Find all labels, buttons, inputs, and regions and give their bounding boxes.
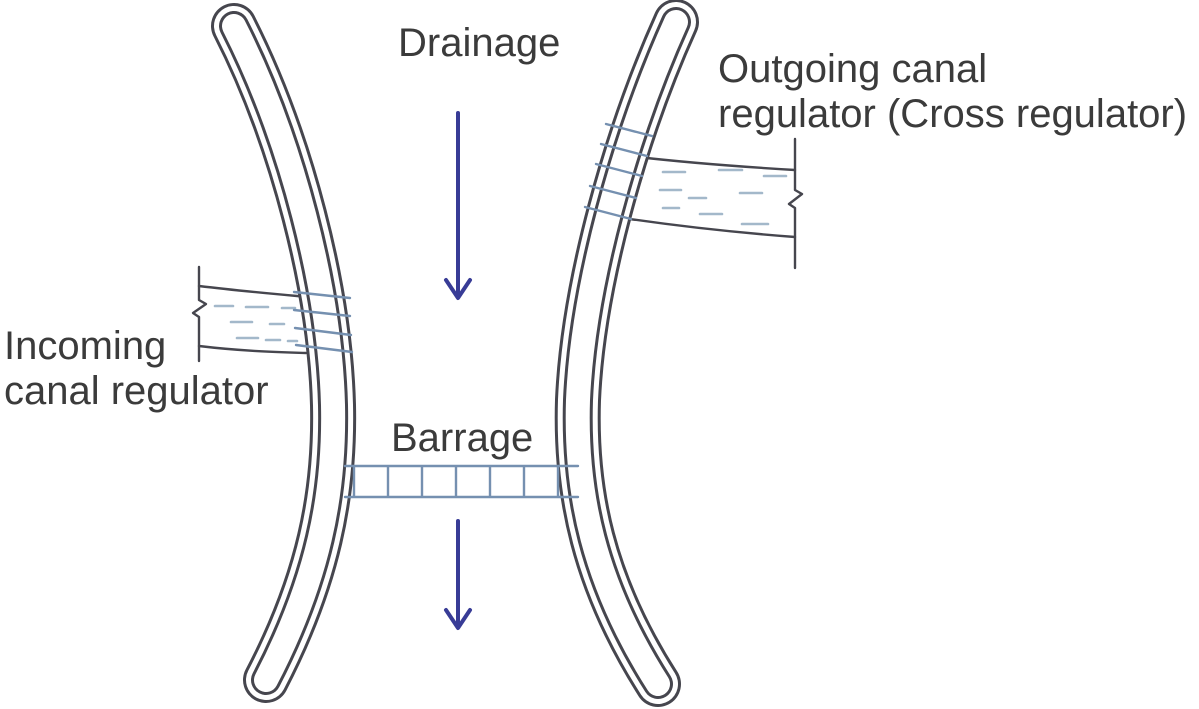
outgoing-canal-regulator-label-line1: Outgoing canal (718, 47, 988, 91)
downstream-flow-arrow (444, 519, 472, 630)
incoming-canal-water-dashes (213, 304, 299, 343)
incoming-canal-regulator-label-line1: Incoming (4, 324, 167, 368)
left-bank-inner-fill (222, 14, 346, 692)
drainage-flow-arrow (444, 111, 472, 300)
right-river-bank (554, 0, 699, 707)
left-river-bank (211, 3, 357, 703)
outgoing-canal-regulator-lines (583, 122, 654, 221)
downstream-arrow-head (444, 608, 472, 630)
barrage-structure (343, 464, 580, 499)
drainage-label: Drainage (398, 21, 561, 65)
outgoing-canal-break-line (787, 137, 804, 270)
outgoing-canal-regulator-label-line2: regulator (Cross regulator) (718, 92, 1188, 136)
drainage-arrow-head (444, 278, 472, 300)
incoming-canal (191, 265, 310, 363)
barrage-label: Barrage (391, 416, 534, 460)
outgoing-canal (628, 137, 804, 270)
outgoing-canal-regulator-label: Outgoing canal regulator (Cross regulato… (718, 47, 1187, 137)
incoming-canal-break-line (191, 265, 208, 363)
incoming-canal-regulator-label-line2: canal regulator (4, 369, 269, 413)
outgoing-canal-edges (628, 155, 797, 239)
incoming-canal-regulator-label: Incoming canal regulator (4, 324, 269, 414)
incoming-canal-edges (197, 284, 310, 355)
incoming-canal-regulator-lines (292, 290, 354, 354)
outgoing-canal-water-dashes (658, 168, 788, 226)
